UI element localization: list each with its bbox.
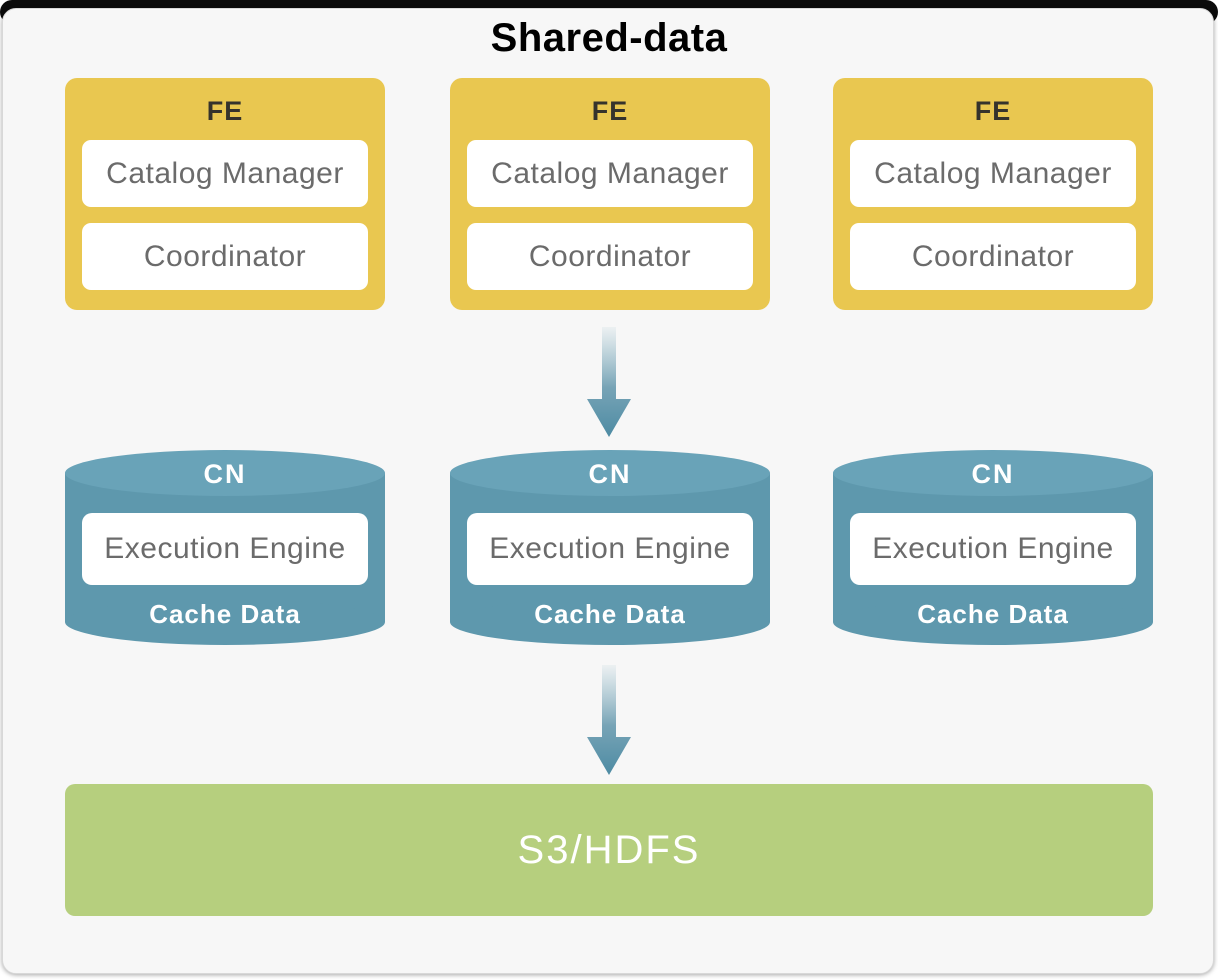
cache-data-label: Cache Data xyxy=(917,599,1069,629)
cylinder-top xyxy=(450,450,770,496)
execution-engine-box: Execution Engine xyxy=(467,513,753,585)
fe-node-label: FE xyxy=(974,96,1012,126)
cylinder-top xyxy=(65,450,385,496)
coordinator-box: Coordinator xyxy=(850,223,1136,290)
fe-node-3: FE Catalog Manager Coordinator xyxy=(833,78,1153,310)
cn-node-2: CN Execution Engine Cache Data xyxy=(450,450,770,645)
cylinder-bottom xyxy=(833,599,1153,645)
fe-node-label: FE xyxy=(206,96,244,126)
storage-node: S3/HDFS xyxy=(65,784,1153,916)
down-arrow-icon xyxy=(587,327,631,437)
execution-engine-box: Execution Engine xyxy=(850,513,1136,585)
cn-node-3: CN Execution Engine Cache Data xyxy=(833,450,1153,645)
diagram-title: Shared-data xyxy=(490,16,728,60)
cylinder-bottom xyxy=(450,599,770,645)
cn-node-1: CN Execution Engine Cache Data xyxy=(65,450,385,645)
catalog-manager-box: Catalog Manager xyxy=(850,140,1136,207)
cn-node-label: CN xyxy=(971,459,1015,489)
fe-node-1: FE Catalog Manager Coordinator xyxy=(65,78,385,310)
execution-engine-box: Execution Engine xyxy=(82,513,368,585)
down-arrow-icon xyxy=(587,665,631,775)
cache-data-label: Cache Data xyxy=(149,599,301,629)
cylinder-top xyxy=(833,450,1153,496)
coordinator-box: Coordinator xyxy=(467,223,753,290)
cylinder-bottom xyxy=(65,599,385,645)
cn-node-label: CN xyxy=(203,459,247,489)
cache-data-label: Cache Data xyxy=(534,599,686,629)
fe-node-2: FE Catalog Manager Coordinator xyxy=(450,78,770,310)
catalog-manager-box: Catalog Manager xyxy=(82,140,368,207)
catalog-manager-box: Catalog Manager xyxy=(467,140,753,207)
cn-node-label: CN xyxy=(588,459,632,489)
coordinator-box: Coordinator xyxy=(82,223,368,290)
fe-node-label: FE xyxy=(591,96,629,126)
